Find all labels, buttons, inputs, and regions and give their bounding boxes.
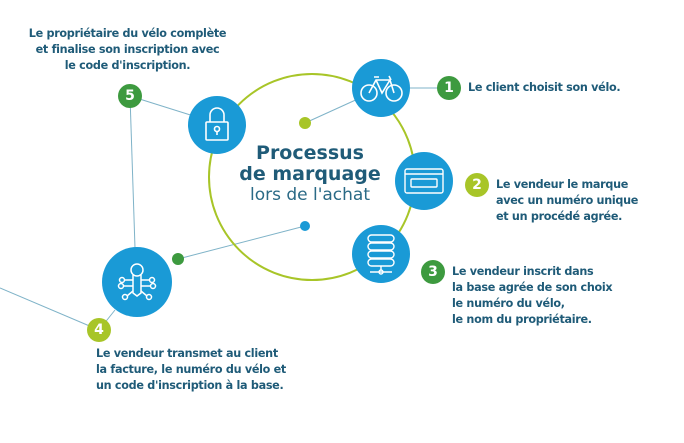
diagram-title: Processus de marquage lors de l'achat (210, 142, 410, 206)
step-3-text: Le vendeur inscrit dans la base agrée de… (452, 264, 613, 328)
bicycle-icon (352, 59, 410, 117)
text-line: et finalise son inscription avec (35, 43, 220, 56)
text-line: avec un numéro unique (496, 194, 639, 207)
step-1-text: Le client choisit son vélo. (468, 81, 621, 94)
green-dot (172, 253, 184, 265)
connector-line (129, 95, 201, 119)
connector-line (129, 95, 136, 249)
database-icon (352, 225, 410, 283)
digital-key-icon (102, 247, 172, 317)
connector-line (177, 225, 306, 260)
step-3-badge (421, 260, 445, 284)
text-line: et un procédé agrée. (496, 210, 623, 223)
marking-device-icon (395, 152, 453, 210)
text-line: Le vendeur transmet au client (96, 347, 278, 360)
text-line: Le vendeur le marque (496, 178, 629, 191)
step-5-text: Le propriétaire du vélo complète et fina… (20, 26, 235, 74)
padlock-icon (188, 96, 246, 154)
text-line: le nom du propriétaire. (452, 313, 592, 326)
step-1-number: 1 (444, 80, 454, 96)
step-1-badge (437, 76, 461, 100)
text-line: le code d'inscription. (64, 59, 191, 72)
connector-line (304, 97, 361, 124)
step-3-number: 3 (428, 264, 438, 280)
text-line: Le vendeur inscrit dans (452, 265, 594, 278)
step-2-number: 2 (472, 177, 482, 193)
step-2-badge (465, 173, 489, 197)
text-line: le numéro du vélo, (452, 297, 565, 310)
step-5-badge (118, 84, 142, 108)
step-5-number: 5 (125, 88, 135, 104)
lime-dot (299, 117, 311, 129)
connector-line (0, 287, 100, 331)
text-line: la facture, le numéro du vélo et (96, 363, 286, 376)
text-line: Le propriétaire du vélo complète (28, 27, 227, 40)
step-4-number: 4 (94, 322, 104, 338)
blue-dot (300, 221, 310, 231)
step-4-badge (87, 318, 111, 342)
title-line-3: lors de l'achat (249, 185, 371, 205)
title-line-2: de marquage (239, 163, 381, 185)
title-line-1: Processus (256, 142, 364, 164)
text-line: la base agrée de son choix (452, 281, 613, 294)
step-4-text: Le vendeur transmet au client la facture… (96, 346, 286, 394)
step-2-text: Le vendeur le marque avec un numéro uniq… (496, 177, 638, 225)
text-line: un code d'inscription à la base. (96, 379, 284, 392)
